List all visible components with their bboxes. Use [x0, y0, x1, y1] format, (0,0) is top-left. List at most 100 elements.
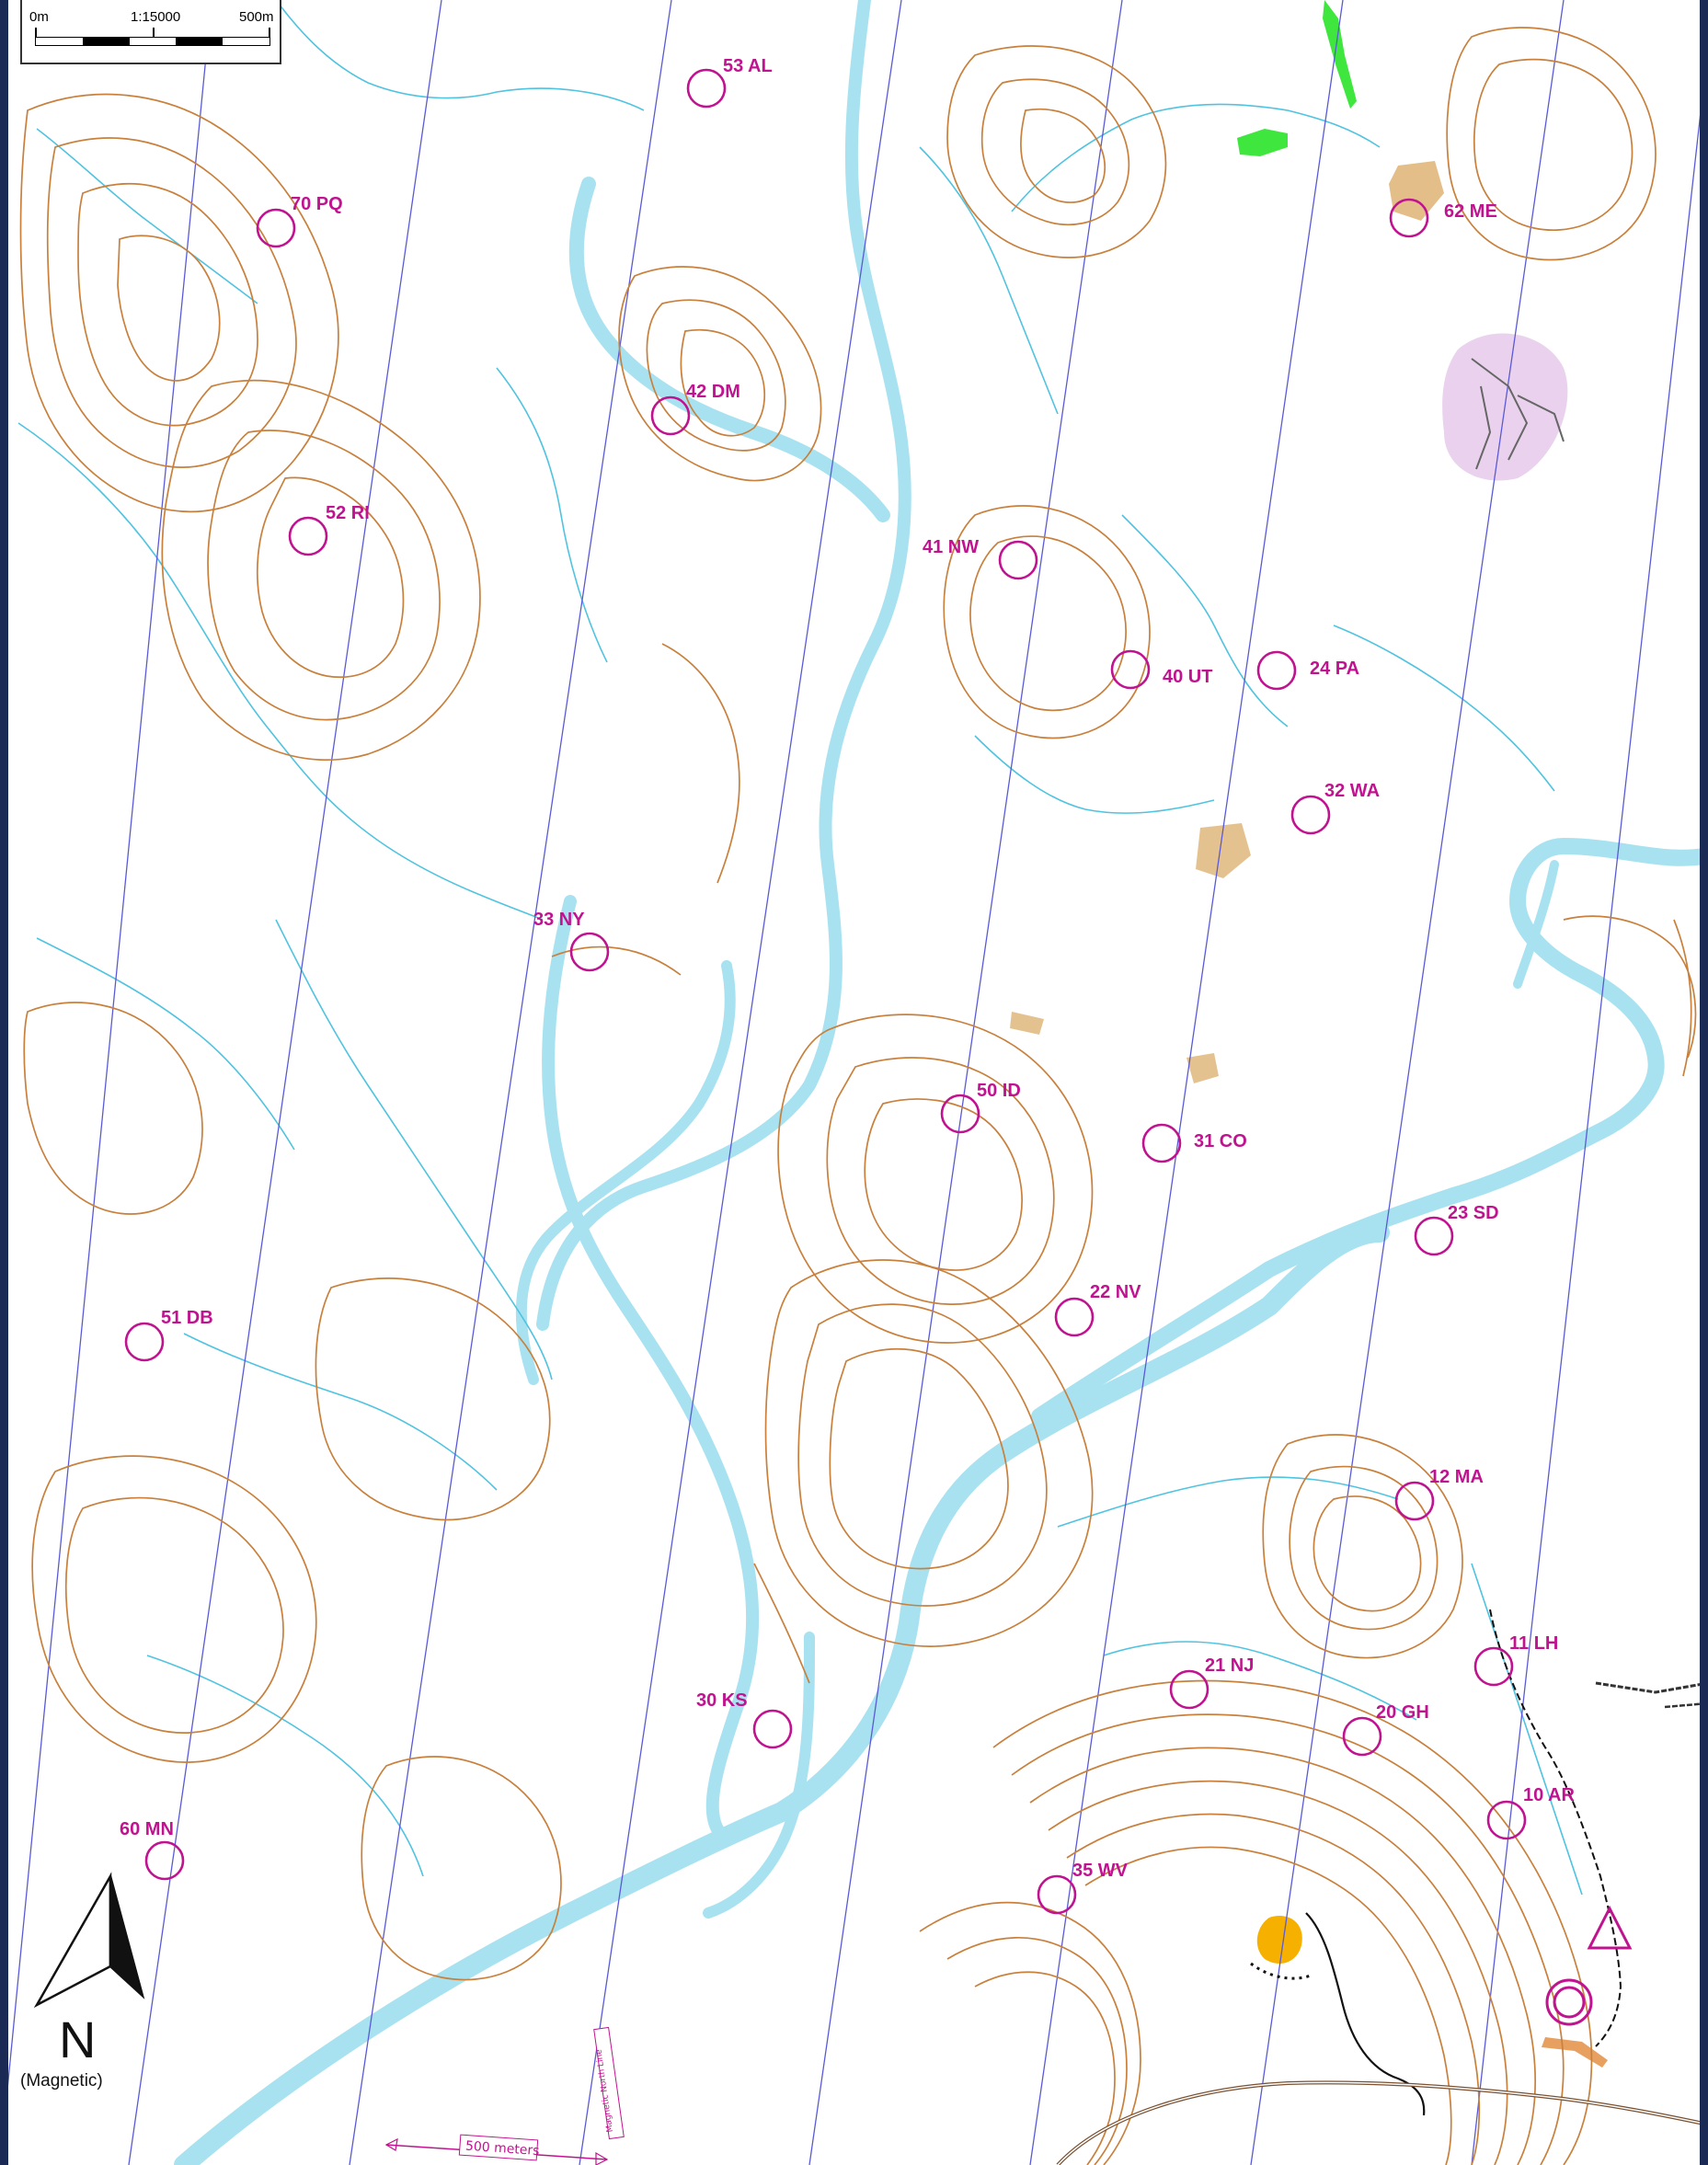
- control-circle[interactable]: [1141, 1123, 1182, 1163]
- terrain-patches: [1010, 0, 1608, 2068]
- control-circle[interactable]: [1054, 1297, 1095, 1337]
- control-point[interactable]: 51 DB: [124, 1308, 213, 1362]
- control-point[interactable]: 21 NJ: [1169, 1655, 1254, 1710]
- control-circle[interactable]: [569, 932, 610, 972]
- dotted-feature: [1250, 1962, 1312, 1980]
- river-east: [1031, 838, 1708, 1425]
- start-triangle[interactable]: [1587, 1905, 1633, 1950]
- control-point[interactable]: 24 PA: [1256, 650, 1359, 691]
- control-label: 22 NV: [1090, 1282, 1141, 1302]
- control-label: 33 NY: [533, 910, 585, 930]
- control-circle[interactable]: [1110, 649, 1151, 690]
- control-circle[interactable]: [752, 1709, 793, 1749]
- track: [1489, 1609, 1622, 2047]
- dark-track: [1595, 1681, 1708, 1694]
- control-circle[interactable]: [1473, 1646, 1514, 1687]
- control-label: 31 CO: [1194, 1131, 1247, 1151]
- green-strip: [1323, 0, 1357, 109]
- control-point[interactable]: 62 ME: [1389, 198, 1497, 238]
- river-lower-fork: [703, 1632, 815, 1919]
- control-label: 53 AL: [723, 56, 773, 76]
- control-label: 32 WA: [1324, 781, 1380, 801]
- control-circle[interactable]: [124, 1322, 165, 1362]
- finish-double-circle[interactable]: [1545, 1978, 1593, 2026]
- river-center: [536, 0, 911, 1331]
- streams: [17, 0, 1583, 1896]
- control-point[interactable]: 60 MN: [120, 1819, 185, 1881]
- distance-scale-arrow: 500 meters: [384, 2134, 609, 2165]
- control-circle[interactable]: [686, 68, 727, 109]
- control-circle[interactable]: [1389, 198, 1429, 238]
- control-point[interactable]: 22 NV: [1054, 1282, 1141, 1337]
- dark-track: [1664, 1701, 1708, 1709]
- control-circle[interactable]: [1256, 650, 1297, 691]
- control-label: 70 PQ: [291, 194, 343, 214]
- control-label: 51 DB: [161, 1308, 213, 1328]
- north-letter: N: [59, 2010, 97, 2068]
- river-west: [515, 960, 736, 1385]
- control-label: 11 LH: [1509, 1633, 1558, 1654]
- control-label: 24 PA: [1310, 659, 1359, 679]
- control-point[interactable]: 40 UT: [1110, 649, 1212, 690]
- yellow-feature: [1256, 1916, 1302, 1964]
- control-point[interactable]: 50 ID: [940, 1081, 1021, 1134]
- scale-bar-segments: [35, 37, 270, 46]
- control-circle[interactable]: [1414, 1216, 1454, 1256]
- control-label: 10 AR: [1523, 1785, 1576, 1805]
- control-circle[interactable]: [1342, 1716, 1382, 1757]
- control-circle[interactable]: [1290, 795, 1331, 835]
- control-circle[interactable]: [1169, 1669, 1209, 1710]
- control-circle[interactable]: [1394, 1481, 1435, 1521]
- scale-seg: [176, 38, 224, 45]
- control-label: 50 ID: [977, 1081, 1021, 1101]
- control-circle[interactable]: [940, 1094, 980, 1134]
- control-point[interactable]: 41 NW: [923, 537, 1038, 580]
- control-point[interactable]: 11 LH: [1473, 1633, 1558, 1687]
- control-label: 30 KS: [696, 1690, 748, 1711]
- control-label: 40 UT: [1163, 667, 1212, 687]
- controls[interactable]: 53 AL 70 PQ 62 ME 42 DM 52 RI 41 NW 40 UT 24 PA…: [120, 56, 1576, 1915]
- control-circle[interactable]: [650, 395, 691, 436]
- control-point[interactable]: 31 CO: [1141, 1123, 1247, 1163]
- river-upper-ne: [1513, 860, 1559, 989]
- road: [1056, 2080, 1708, 2165]
- control-point[interactable]: 70 PQ: [256, 194, 343, 248]
- control-point[interactable]: 53 AL: [686, 56, 773, 109]
- scale-bar: 0m 1:15000 500m: [20, 0, 281, 64]
- control-circle[interactable]: [144, 1840, 185, 1881]
- control-point[interactable]: 32 WA: [1290, 781, 1380, 835]
- scale-end-label: 500m: [239, 9, 274, 25]
- scale-seg: [36, 38, 83, 45]
- scale-seg: [82, 38, 130, 45]
- river-main: [174, 1222, 1390, 2165]
- control-point[interactable]: 30 KS: [696, 1690, 793, 1749]
- north-arrow-icon: [33, 1872, 145, 2009]
- control-label: 20 GH: [1376, 1702, 1429, 1723]
- control-point[interactable]: 35 WV: [1037, 1861, 1129, 1915]
- control-point[interactable]: 10 AR: [1486, 1785, 1576, 1840]
- control-circle[interactable]: [256, 208, 296, 248]
- marsh-channels: [1471, 358, 1565, 470]
- control-circle[interactable]: [998, 540, 1038, 580]
- rock-patch: [1186, 1053, 1219, 1083]
- control-point[interactable]: 42 DM: [650, 382, 740, 436]
- green-strip: [1237, 129, 1288, 156]
- control-point[interactable]: 20 GH: [1342, 1702, 1429, 1757]
- control-label: 35 WV: [1072, 1861, 1129, 1881]
- rock-patch: [1196, 823, 1251, 878]
- rivers: [174, 0, 1708, 2165]
- control-label: 41 NW: [923, 537, 979, 557]
- control-label: 23 SD: [1448, 1203, 1499, 1223]
- scale-start-label: 0m: [29, 9, 49, 25]
- control-point[interactable]: 52 RI: [288, 503, 370, 556]
- orange-strip: [1542, 2037, 1608, 2068]
- control-point[interactable]: 12 MA: [1394, 1467, 1484, 1521]
- control-label: 60 MN: [120, 1819, 174, 1839]
- control-point[interactable]: 33 NY: [533, 910, 610, 972]
- control-circle[interactable]: [1486, 1800, 1527, 1840]
- control-circle[interactable]: [1037, 1874, 1077, 1915]
- control-point[interactable]: 23 SD: [1414, 1203, 1499, 1256]
- control-circle[interactable]: [288, 516, 328, 556]
